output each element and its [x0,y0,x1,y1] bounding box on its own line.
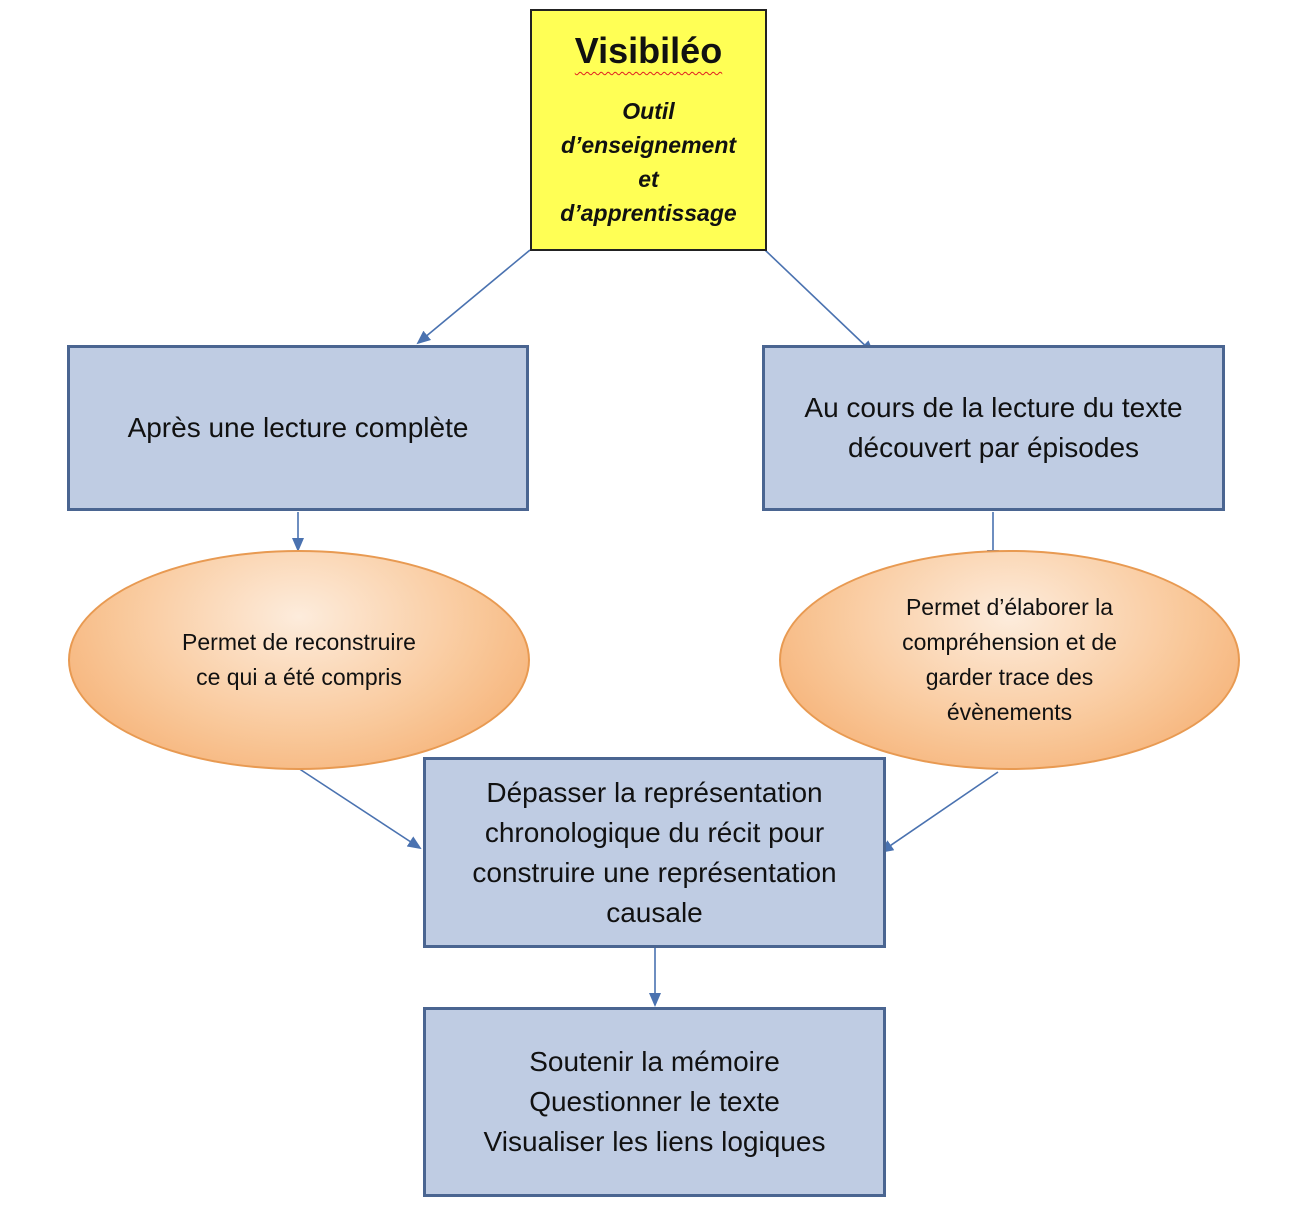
root-title: Visibiléo [574,30,723,71]
bottom-box-line: Questionner le texte [529,1086,780,1117]
bottom-box-line: Soutenir la mémoire [529,1046,780,1077]
left-box-text: Après une lecture complète [127,412,469,443]
right-box-line: Au cours de la lecture du texte [804,392,1183,423]
right-box-line: découvert par épisodes [847,432,1140,463]
left-ellipse-line: Permet de reconstruire [182,629,416,655]
root-subtitle-line: d’enseignement [560,132,737,158]
root-title-box: Visibiléo Outil d’enseignement et d’appr… [530,9,767,251]
left-ellipse: Permet de reconstruire ce qui a été comp… [68,550,530,770]
right-ellipse-line: garder trace des [925,664,1094,690]
center-box-line: causale [606,896,703,928]
right-box: Au cours de la lecture du texte découver… [762,345,1225,511]
center-box-line: Dépasser la représentation [486,776,823,808]
right-ellipse-line: Permet d’élaborer la [905,594,1114,620]
center-box-line: chronologique du récit pour [484,816,825,848]
right-ellipse-line: évènements [946,699,1073,725]
center-box: Dépasser la représentation chronologique… [423,757,886,948]
left-box: Après une lecture complète [67,345,529,511]
root-subtitle: Outil d’enseignement et d’apprentissage [560,94,736,230]
left-ellipse-line: ce qui a été compris [196,664,402,690]
root-subtitle-line: et [638,166,659,192]
arrow-right-ellipse-to-center [879,771,999,854]
arrow-root-to-left-box [416,249,531,345]
bottom-box: Soutenir la mémoire Questionner le texte… [423,1007,886,1197]
right-ellipse-line: compréhension et de [902,629,1117,655]
right-ellipse: Permet d’élaborer la compréhension et de… [779,550,1240,770]
arrow-root-to-right-box [764,249,875,355]
root-subtitle-line: Outil [622,98,675,124]
bottom-box-line: Visualiser les liens logiques [483,1126,826,1157]
center-box-line: construire une représentation [472,856,837,888]
root-subtitle-line: d’apprentissage [560,200,737,226]
arrow-left-ellipse-to-center [297,767,422,850]
